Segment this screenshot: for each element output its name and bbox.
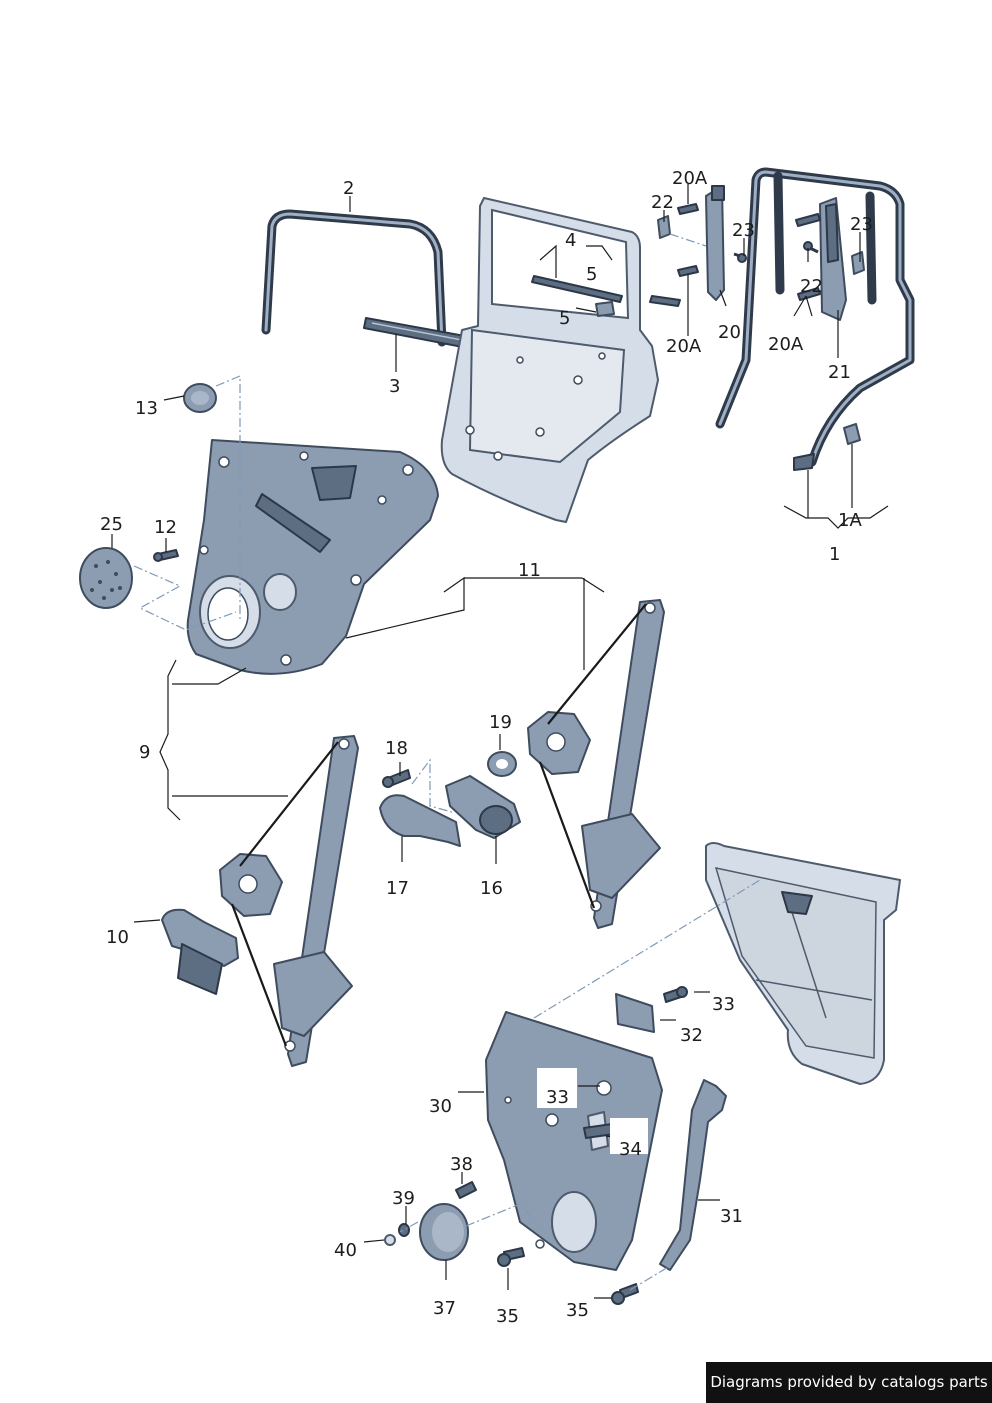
window-regulator-part-9[interactable] [219, 735, 359, 1067]
label-1a: 1A [838, 510, 862, 531]
label-5-top: 5 [586, 264, 597, 285]
diagram-credit-banner: Diagrams provided by catalogs parts [706, 1362, 992, 1403]
door-shell[interactable] [440, 197, 659, 523]
label-10: 10 [106, 927, 129, 948]
label-5-bottom: 5 [559, 308, 570, 329]
window-seal-part-2[interactable] [261, 209, 447, 347]
label-23-left: 23 [732, 220, 755, 241]
label-33-inner: 33 [546, 1087, 569, 1108]
screw-part-35-left[interactable] [497, 1247, 525, 1267]
part-labels: 2 3 4 5 5 20A 22 23 20A 20 20A 22 23 21 … [100, 168, 873, 1327]
label-22-right: 22 [800, 276, 823, 297]
label-32: 32 [680, 1025, 703, 1046]
door-module-carrier[interactable] [186, 439, 439, 675]
window-guide-part-20[interactable] [705, 185, 725, 301]
bushing-part-19[interactable] [487, 751, 517, 777]
label-2: 2 [343, 178, 354, 199]
label-13: 13 [135, 398, 158, 419]
label-12: 12 [154, 517, 177, 538]
plate-part-32[interactable] [615, 993, 655, 1033]
label-35-left: 35 [496, 1306, 519, 1327]
screw-part-18[interactable] [382, 769, 411, 788]
strip-part-5-outer[interactable] [649, 295, 681, 307]
label-18: 18 [385, 738, 408, 759]
label-plate-33 [537, 1068, 577, 1108]
label-34: 34 [619, 1139, 642, 1160]
motor-part-10[interactable] [161, 908, 239, 995]
speaker-grille-part-25[interactable] [79, 547, 133, 609]
label-22-left: 22 [651, 192, 674, 213]
door-trim-panel[interactable] [705, 842, 901, 1085]
screw-part-33-top[interactable] [663, 986, 688, 1003]
label-3: 3 [389, 376, 400, 397]
label-19: 19 [489, 712, 512, 733]
panel-part-30[interactable] [485, 1011, 663, 1271]
label-17: 17 [386, 878, 409, 899]
label-20a-right: 20A [768, 334, 804, 355]
label-9: 9 [139, 742, 150, 763]
clips-part-20a-right[interactable] [795, 213, 821, 301]
bracket-part-22-right[interactable] [851, 251, 865, 275]
label-40: 40 [334, 1240, 357, 1261]
strip-part-31[interactable] [659, 1079, 727, 1271]
pillar-trim-part-21[interactable] [819, 197, 847, 321]
label-20a-top: 20A [672, 168, 708, 189]
cap-part-13[interactable] [183, 383, 217, 413]
door-seal-part-1[interactable] [715, 167, 915, 471]
label-plate-34 [610, 1118, 648, 1154]
label-11: 11 [518, 560, 541, 581]
washer-part-40[interactable] [384, 1234, 396, 1246]
label-4: 4 [565, 230, 576, 251]
nut-part-39[interactable] [398, 1223, 410, 1237]
label-20a-mid: 20A [666, 336, 702, 357]
label-33-top: 33 [712, 994, 735, 1015]
label-25: 25 [100, 514, 123, 535]
speaker-part-37[interactable] [419, 1203, 469, 1261]
label-1: 1 [829, 544, 840, 565]
leader-lines [111, 184, 889, 1299]
window-regulator-part-11[interactable] [527, 599, 665, 929]
screw-part-38[interactable] [455, 1181, 477, 1199]
assembly-lines [133, 233, 761, 1291]
screw-part-12[interactable] [153, 549, 179, 562]
screw-part-23-right[interactable] [803, 241, 819, 254]
clip-part-5[interactable] [595, 301, 615, 317]
label-35-right: 35 [566, 1300, 589, 1321]
clips-part-20a[interactable] [677, 203, 699, 277]
label-21: 21 [828, 362, 851, 383]
label-16: 16 [480, 878, 503, 899]
drive-housing-part-16[interactable] [445, 775, 521, 839]
guide-strip-part-4[interactable] [531, 275, 623, 303]
label-39: 39 [392, 1188, 415, 1209]
label-31: 31 [720, 1206, 743, 1227]
label-30: 30 [429, 1096, 452, 1117]
cover-part-17[interactable] [379, 794, 461, 847]
label-20: 20 [718, 322, 741, 343]
clip-part-1a[interactable] [843, 423, 861, 445]
label-23-right: 23 [850, 214, 873, 235]
label-37: 37 [433, 1298, 456, 1319]
label-38: 38 [450, 1154, 473, 1175]
